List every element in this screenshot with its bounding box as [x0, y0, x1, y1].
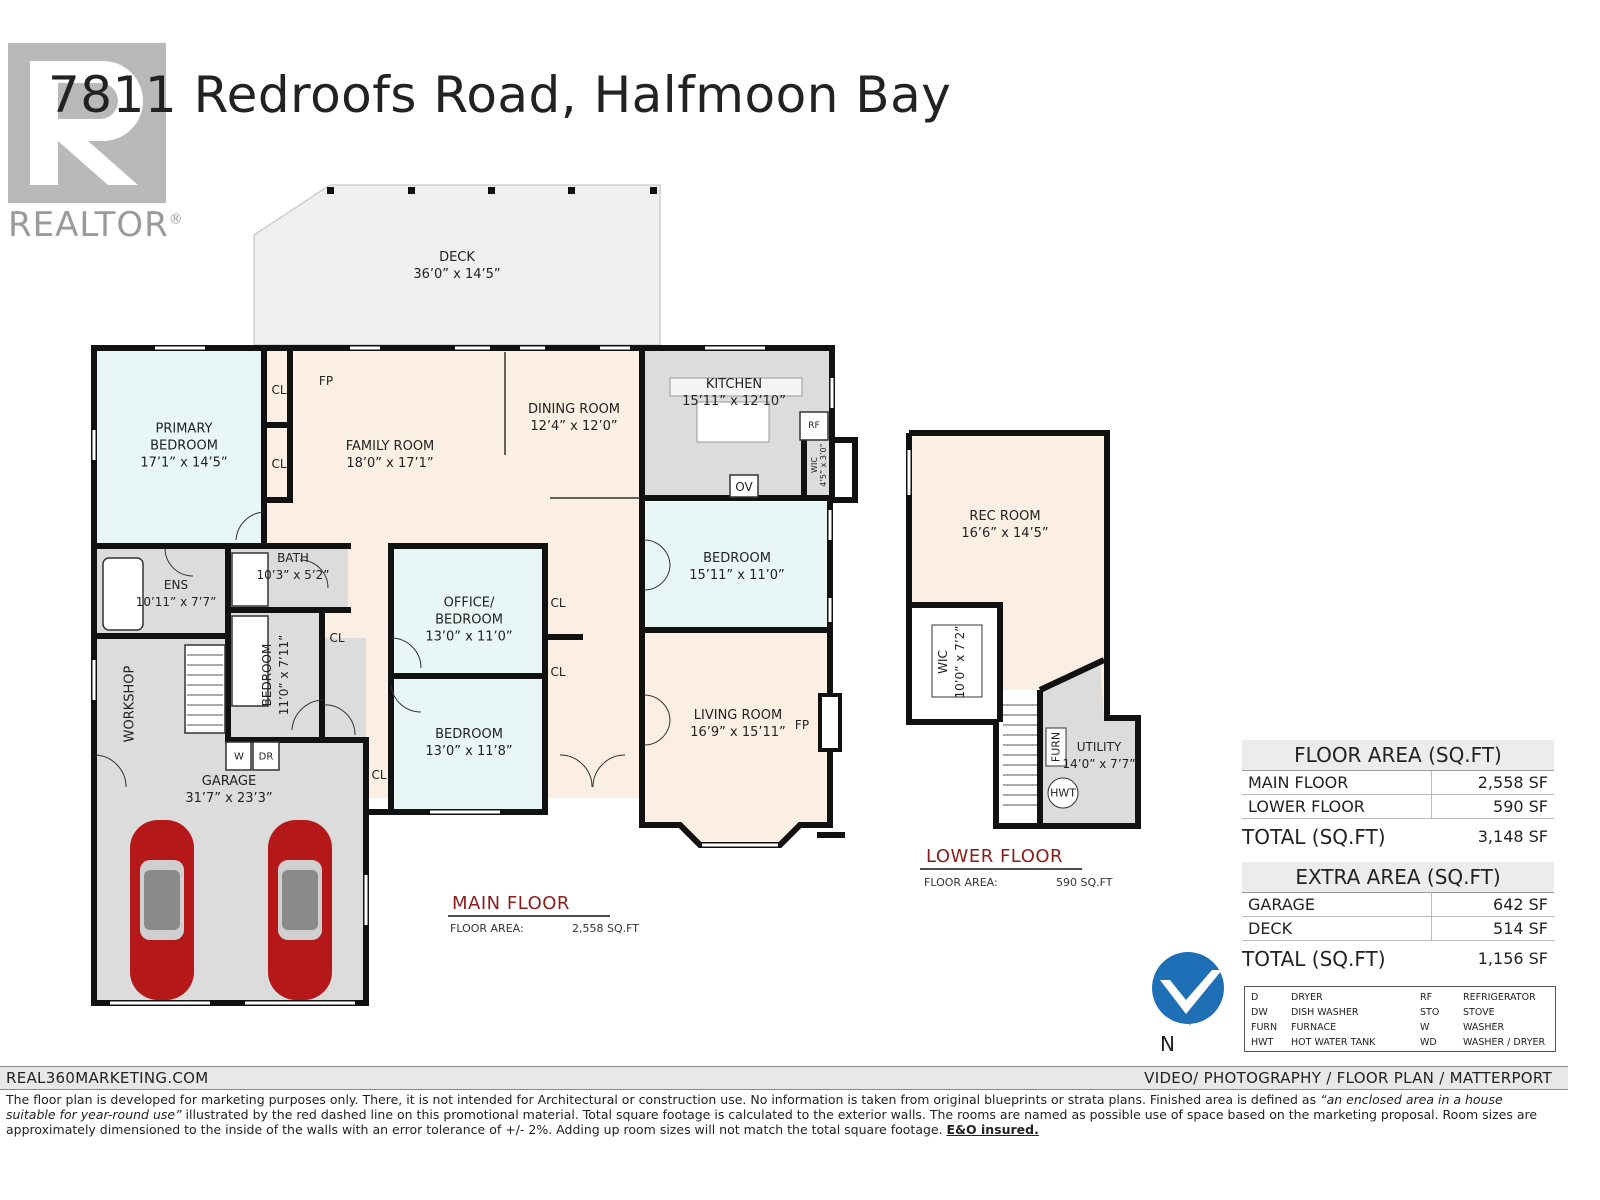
car-right — [268, 820, 332, 1000]
living-room-fill — [644, 630, 829, 825]
floor-area-total: TOTAL (SQ.FT)3,148 SF — [1242, 825, 1548, 849]
realtor-logo-icon — [8, 43, 166, 203]
legend-meaning: REFRIGERATOR — [1463, 992, 1536, 1003]
closet-label: CL — [271, 383, 287, 397]
lower-stairs — [1003, 704, 1037, 806]
closet-label: CL — [271, 457, 287, 471]
extra-area-header: EXTRA AREA (SQ.FT) — [1242, 862, 1554, 893]
footer-bar — [0, 1066, 1568, 1090]
closet-label: CL — [550, 596, 566, 610]
closet-label: CL — [550, 665, 566, 679]
car-left — [130, 820, 194, 1000]
main-floor-area-label: FLOOR AREA: — [450, 922, 524, 935]
legend-code: W — [1420, 1022, 1430, 1033]
footer-disclaimer: The floor plan is developed for marketin… — [6, 1092, 1538, 1137]
windows — [92, 346, 834, 1005]
washer-label: W — [234, 751, 244, 763]
room-workshop: WORKSHOP — [122, 665, 138, 743]
legend-meaning: HOT WATER TANK — [1291, 1037, 1376, 1048]
bedroom-east-fill — [644, 502, 829, 630]
hot-water-tank-label: HWT — [1050, 786, 1076, 800]
legend-meaning: WASHER — [1463, 1022, 1505, 1033]
compass-north-letter: N — [1160, 1032, 1175, 1056]
lower-floor-area-label: FLOOR AREA: — [924, 876, 998, 889]
floor-area-header: FLOOR AREA (SQ.FT) — [1242, 740, 1554, 771]
closet-label: CL — [371, 768, 387, 782]
furnace-label: FURN — [1049, 731, 1063, 763]
main-floor-label: MAIN FLOOR — [452, 893, 570, 914]
legend-code: DW — [1251, 1007, 1268, 1018]
deck-posts — [327, 187, 657, 194]
footer-website: REAL360MARKETING.COM — [6, 1069, 209, 1087]
lower-floor-area-value: 590 SQ.FT — [1056, 876, 1113, 889]
legend-meaning: WASHER / DRYER — [1463, 1037, 1546, 1048]
legend-meaning: STOVE — [1463, 1007, 1495, 1018]
legend-code: FURN — [1251, 1022, 1278, 1033]
legend-meaning: FURNACE — [1291, 1022, 1337, 1033]
legend-code: STO — [1420, 1007, 1440, 1018]
rec-room-fill — [912, 436, 1104, 720]
legend-meaning: DISH WASHER — [1291, 1007, 1359, 1018]
legend-code: HWT — [1251, 1037, 1274, 1048]
hwt-tank — [1047, 777, 1079, 809]
legend-code: D — [1251, 992, 1259, 1003]
primary-bedroom-fill — [96, 350, 264, 547]
main-floor-area-value: 2,558 SQ.FT — [572, 922, 639, 935]
furnace-box — [1045, 727, 1067, 767]
extra-area-total: TOTAL (SQ.FT)1,156 SF — [1242, 947, 1548, 971]
main-stairs — [187, 654, 223, 726]
footer-services: VIDEO/ PHOTOGRAPHY / FLOOR PLAN / MATTER… — [1144, 1069, 1552, 1087]
door-swings — [93, 511, 671, 788]
closet-label: CL — [329, 631, 345, 645]
bedroom-south-fill — [393, 677, 543, 812]
refrigerator-label: RF — [808, 421, 820, 431]
kitchen-counter — [669, 377, 803, 397]
fireplace-label: FP — [318, 374, 334, 388]
oven-label: OV — [735, 480, 753, 494]
kitchen-island — [696, 401, 770, 443]
lower-floor-walls — [906, 430, 1141, 829]
compass-icon — [1152, 952, 1224, 1026]
dryer-label: DR — [258, 751, 274, 763]
abbreviation-legend: D DRYER DW DISH WASHER FURN FURNACE HWT … — [1244, 986, 1556, 1052]
realtor-logo-text: REALTOR® — [8, 205, 184, 245]
legend-code: WD — [1420, 1037, 1437, 1048]
page-title: 7811 Redroofs Road, Halfmoon Bay — [48, 66, 952, 124]
legend-code: RF — [1420, 992, 1433, 1003]
legend-meaning: DRYER — [1291, 992, 1323, 1003]
lower-floor-label: LOWER FLOOR — [926, 846, 1064, 867]
living-bay-fill — [680, 825, 800, 845]
fireplace-label: FP — [794, 718, 810, 732]
